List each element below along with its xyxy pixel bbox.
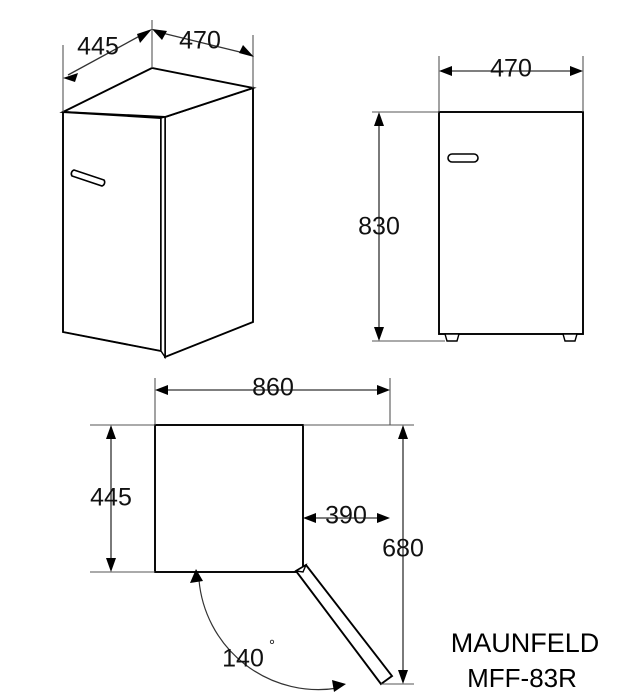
plan-door-hinge	[293, 563, 308, 573]
plan-arc-arrow-end	[332, 680, 346, 692]
plan-dim-arrow-390-right	[377, 513, 390, 523]
plan-dim-arrow-680-bottom	[398, 670, 408, 684]
plan-dim-label-390: 390	[325, 502, 367, 530]
plan-arc-arrow-start	[190, 569, 203, 583]
plan-open-door-panel	[294, 563, 394, 686]
plan-view: 140 ° 860 445 390	[90, 374, 424, 692]
plan-degree-symbol: °	[269, 637, 275, 654]
iso-door-handle-icon	[70, 169, 106, 187]
brand-name: MAUNFELD	[451, 628, 600, 658]
plan-open-door	[293, 563, 394, 686]
iso-dim-arrow-depth-start	[63, 73, 78, 82]
plan-dim-label-angle: 140	[222, 645, 264, 673]
plan-cabinet-outline	[154, 424, 304, 573]
front-dim-arrow-width-left	[439, 66, 452, 76]
plan-dim-label-860: 860	[252, 374, 294, 402]
plan-dim-arrow-390-left	[303, 513, 316, 523]
plan-dim-label-445: 445	[90, 484, 132, 512]
iso-dim-label-depth: 445	[77, 33, 119, 61]
iso-dim-arrow-width-end	[239, 45, 254, 57]
front-dim-label-height: 830	[358, 213, 400, 241]
iso-right-side-panel	[164, 86, 254, 359]
plan-dim-arrow-680-top	[398, 425, 408, 439]
isometric-view: 445 470	[59, 20, 257, 360]
iso-dim-line-width	[157, 31, 249, 55]
iso-dim-arrow-depth-end	[137, 29, 152, 43]
front-cabinet-body	[438, 111, 584, 335]
iso-dim-label-width: 470	[179, 27, 221, 55]
iso-door-bottom-chamfer	[62, 331, 162, 352]
brand-block: MAUNFELD MFF-83R	[451, 628, 600, 693]
front-dim-arrow-height-bottom	[374, 327, 384, 341]
plan-dim-arrow-445-top	[106, 425, 116, 439]
front-dim-label-width: 470	[490, 55, 532, 83]
brand-model: MFF-83R	[467, 663, 577, 693]
iso-dim-line-depth	[67, 31, 148, 76]
front-left-foot	[444, 333, 460, 342]
front-right-foot	[562, 333, 578, 342]
plan-swing-arc	[198, 579, 339, 691]
front-view: 470 830	[358, 55, 584, 342]
plan-dim-label-680: 680	[382, 535, 424, 563]
front-dim-arrow-width-right	[570, 66, 583, 76]
iso-door-edge	[160, 116, 166, 360]
front-dim-arrow-height-top	[374, 112, 384, 126]
plan-dim-arrow-860-left	[155, 385, 168, 395]
plan-dim-arrow-445-bottom	[106, 558, 116, 572]
iso-dim-arrow-width-start	[152, 29, 167, 40]
front-door-handle-icon	[447, 153, 479, 163]
plan-dim-arrow-860-right	[377, 385, 390, 395]
iso-door-front	[62, 110, 162, 353]
